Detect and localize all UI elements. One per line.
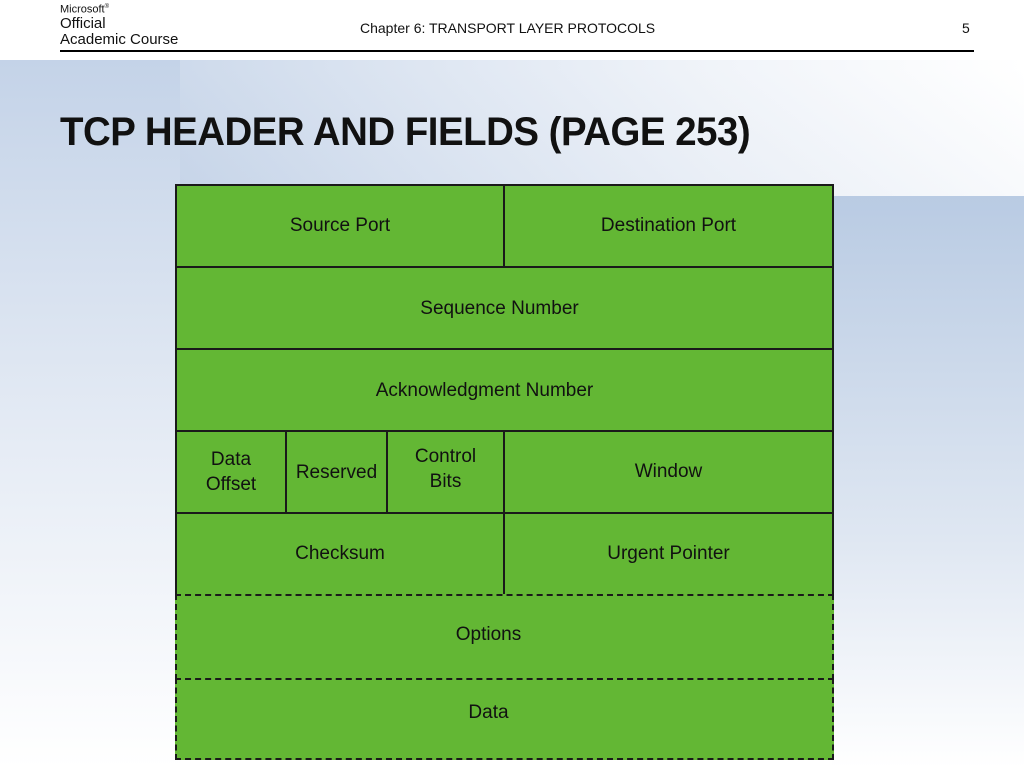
field-label-line-2: Bits: [429, 471, 462, 492]
field-urgent-pointer: Urgent Pointer: [503, 512, 834, 596]
field-reserved: Reserved: [285, 430, 388, 514]
field-label: Urgent Pointer: [607, 542, 730, 564]
field-window: Window: [503, 430, 834, 514]
field-checksum: Checksum: [175, 512, 505, 596]
slide-title: TCP HEADER AND FIELDS (PAGE 253): [60, 110, 751, 154]
field-destination-port: Destination Port: [503, 184, 834, 268]
field-label: Reserved: [295, 461, 378, 483]
field-label-line-2: Offset: [205, 474, 257, 495]
field-data-offset: Data Offset: [175, 430, 287, 514]
field-data: Data: [175, 678, 834, 760]
field-label: Source Port: [289, 214, 391, 236]
tcp-header-diagram: Source Port Destination Port Sequence Nu…: [175, 184, 834, 760]
logo-brand: Microsoft®: [60, 3, 110, 16]
field-label: Window: [634, 460, 703, 482]
field-label-line-1: Control: [414, 446, 477, 467]
background-right: [832, 196, 1024, 768]
field-label: Checksum: [295, 542, 385, 564]
course-logo: Microsoft® Official Academic Course: [60, 4, 178, 48]
field-acknowledgment-number: Acknowledgment Number: [175, 348, 834, 432]
field-label: Sequence Number: [420, 297, 579, 319]
field-label: Data: [468, 701, 509, 723]
field-label: Destination Port: [600, 214, 737, 236]
field-label-line-1: Data: [210, 449, 252, 470]
header-divider: [60, 50, 974, 52]
logo-line-2: Academic Course: [60, 30, 179, 48]
page-number: 5: [962, 20, 970, 36]
logo-line-1: Official: [60, 14, 106, 32]
field-label: Acknowledgment Number: [375, 379, 594, 401]
field-options: Options: [175, 594, 834, 680]
background-left: [0, 60, 180, 768]
chapter-heading: Chapter 6: TRANSPORT LAYER PROTOCOLS: [360, 20, 656, 36]
field-source-port: Source Port: [175, 184, 505, 268]
field-sequence-number: Sequence Number: [175, 266, 834, 350]
field-label: Options: [455, 623, 522, 645]
field-control-bits: Control Bits: [386, 430, 505, 514]
